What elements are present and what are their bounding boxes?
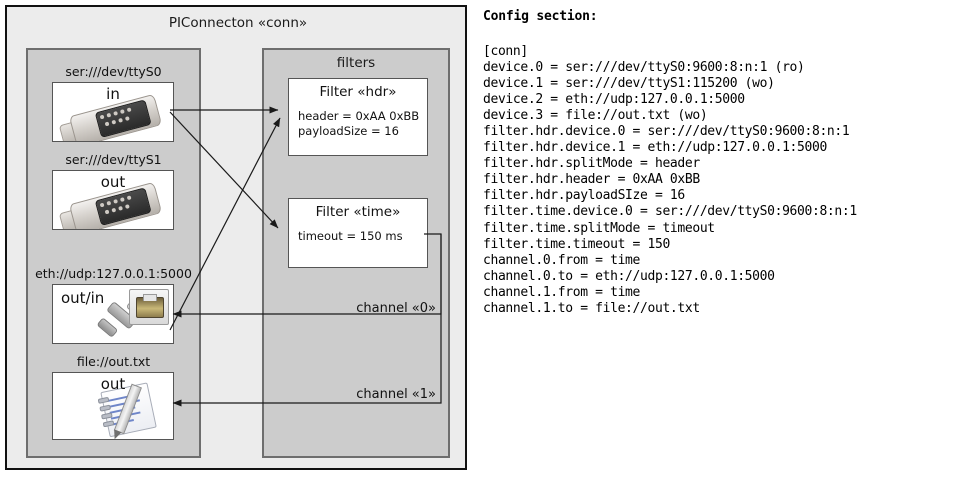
filter-box-time[interactable]: Filter «time» timeout = 150 ms [288, 198, 428, 268]
filter-hdr-props: header = 0xAA 0xBB payloadSize = 16 [298, 109, 419, 139]
component-title: PIConnecton «conn» [168, 15, 308, 31]
filter-box-hdr[interactable]: Filter «hdr» header = 0xAA 0xBB payloadS… [288, 78, 428, 156]
device-label-file: file://out.txt [76, 354, 151, 369]
device-io-eth: out/in [61, 289, 105, 307]
device-card-ttys1[interactable]: out [52, 170, 174, 230]
device-io-ttys1: out [100, 173, 126, 191]
device-label-ttys0: ser:///dev/ttyS0 [65, 64, 162, 79]
device-card-eth[interactable]: out/in [52, 284, 174, 344]
config-heading: Config section: [483, 9, 598, 24]
device-label-ttys1: ser:///dev/ttyS1 [65, 152, 162, 167]
filters-panel: filters Filter «hdr» header = 0xAA 0xBB … [262, 48, 450, 458]
config-text: [conn] device.0 = ser:///dev/ttyS0:9600:… [483, 44, 857, 316]
ethernet-jack-icon [96, 289, 173, 343]
devices-panel: ser:///dev/ttyS0 in ser:///dev/ttyS1 [26, 48, 201, 458]
filter-time-title: Filter «time» [315, 204, 401, 220]
config-section: Config section: [conn] device.0 = ser://… [483, 0, 961, 484]
piconnector-component: PIConnecton «conn» ser:///dev/ttyS0 in [5, 5, 467, 470]
device-io-ttys0: in [106, 85, 120, 103]
filter-hdr-prop-payloadsize: payloadSize = 16 [298, 124, 399, 138]
filter-hdr-title: Filter «hdr» [319, 84, 397, 100]
filter-hdr-prop-header: header = 0xAA 0xBB [298, 109, 420, 123]
channel-label-0: channel «0» [356, 301, 436, 316]
channel-label-1: channel «1» [356, 387, 436, 402]
filter-time-prop-timeout: timeout = 150 ms [298, 229, 403, 243]
filter-time-props: timeout = 150 ms [298, 229, 403, 244]
device-card-file[interactable]: out [52, 372, 174, 440]
device-io-file: out [100, 375, 126, 393]
device-card-ttys0[interactable]: in [52, 82, 174, 142]
filters-panel-title: filters [336, 55, 376, 71]
device-label-eth: eth://udp:127.0.0.1:5000 [35, 266, 192, 281]
